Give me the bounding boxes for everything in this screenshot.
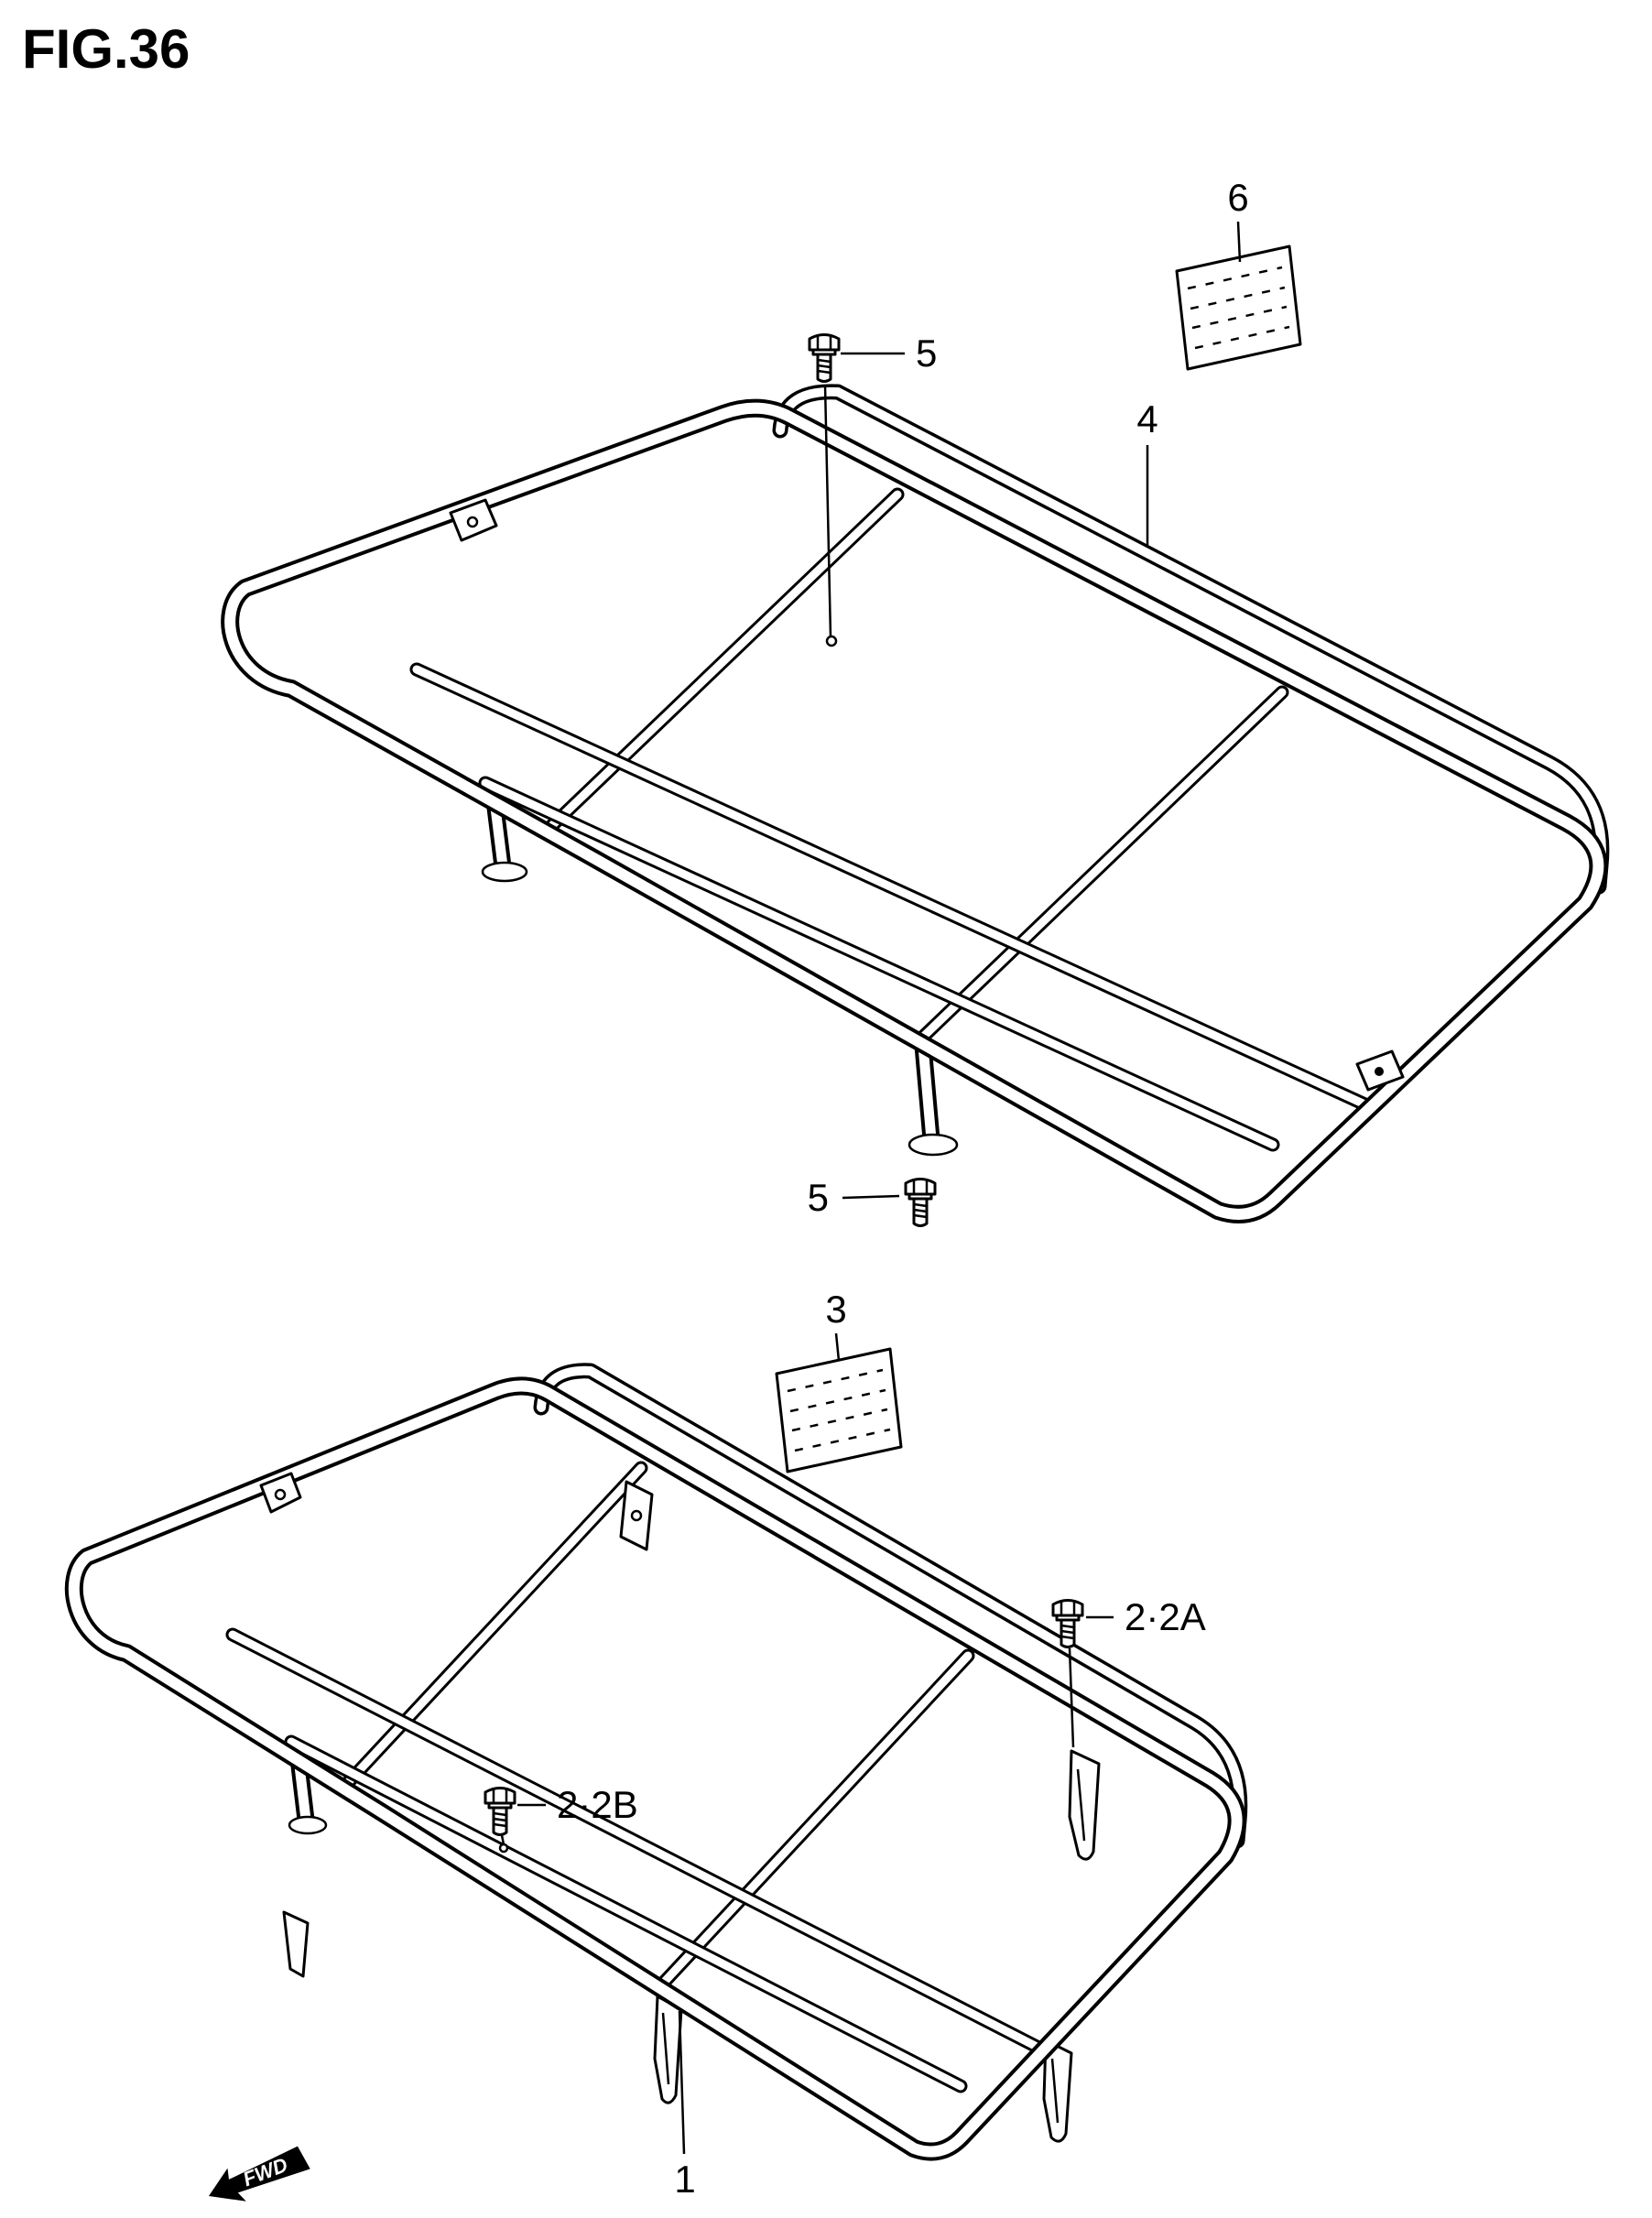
front-carrier-bolt-hole <box>498 1843 509 1854</box>
bolt-5-top <box>808 333 841 383</box>
callout-4: 4 <box>1136 397 1157 440</box>
callout-6: 6 <box>1227 176 1248 219</box>
callout-2-2b: 2·2B <box>557 1783 638 1826</box>
leader-1 <box>678 2010 686 2155</box>
figure-title: FIG.36 <box>22 18 190 80</box>
callout-3: 3 <box>825 1288 846 1331</box>
rear-carrier-bolt-hole <box>825 635 838 647</box>
leader-2-2b-shaft <box>500 1834 505 1845</box>
leader-5-top-shaft <box>823 384 832 638</box>
bolt-2-2b <box>484 1787 516 1836</box>
front-carrier-foot-left <box>288 1815 328 1835</box>
fwd-arrow-icon <box>209 2146 310 2202</box>
leader-2-2a-shaft <box>1068 1647 1075 1748</box>
callout-5-top: 5 <box>916 332 937 375</box>
pad-6-body <box>1175 245 1302 371</box>
fwd-label: FWD <box>240 2153 291 2191</box>
leader-lines <box>500 221 1242 2155</box>
rear-carrier <box>230 392 1602 1214</box>
rear-carrier-foot-center <box>908 1133 959 1157</box>
leader-3 <box>834 1332 841 1362</box>
leader-5-bottom <box>842 1194 900 1200</box>
front-carrier-bracket-center <box>653 1995 683 2104</box>
bolt-5-bottom <box>904 1178 937 1227</box>
front-carrier <box>74 1371 1240 2152</box>
callout-2-2a: 2·2A <box>1125 1595 1206 1638</box>
callout-5-bottom: 5 <box>808 1176 829 1219</box>
callout-1: 1 <box>674 2158 695 2201</box>
pad-6 <box>1175 245 1302 371</box>
front-carrier-bracket-right <box>1068 1749 1101 1861</box>
pad-3-body <box>775 1347 903 1473</box>
leader-6 <box>1236 221 1242 263</box>
front-carrier-bracket-bottom-right <box>1042 2039 1073 2143</box>
pad-3 <box>775 1347 903 1473</box>
front-carrier-bracket-left <box>282 1910 310 1978</box>
rear-carrier-foot-left <box>481 861 528 883</box>
fwd-marker: FWD <box>209 2146 310 2202</box>
